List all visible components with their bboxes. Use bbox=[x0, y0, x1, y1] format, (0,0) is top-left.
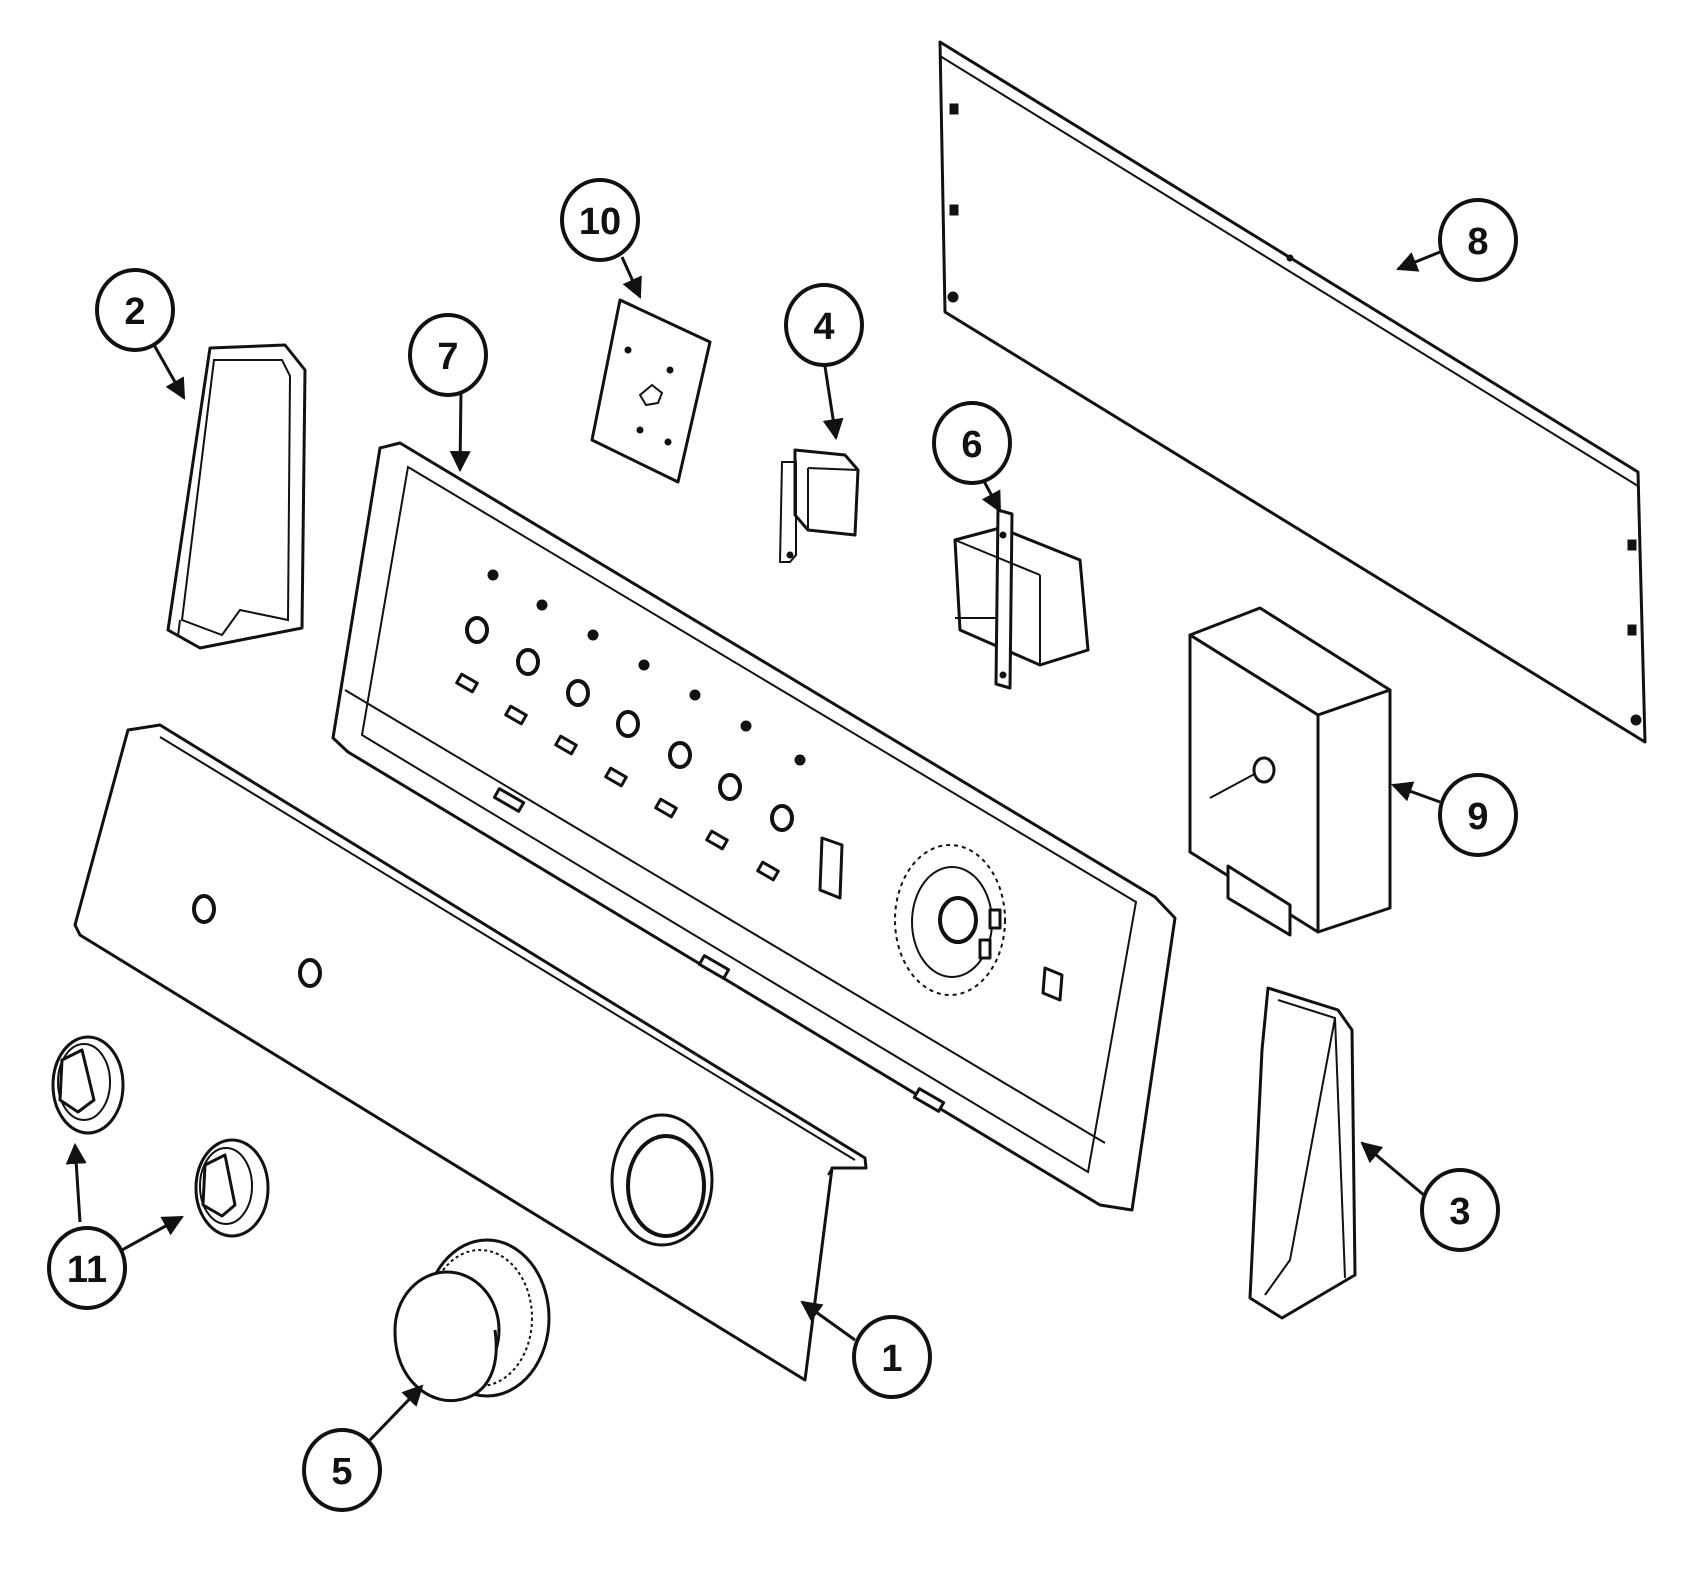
callout-3-label: 3 bbox=[1449, 1191, 1470, 1233]
part-3-right-end-cap bbox=[1248, 986, 1357, 1320]
callout-9-label: 9 bbox=[1467, 796, 1488, 838]
callout-4-label: 4 bbox=[813, 306, 834, 348]
callout-9: 9 bbox=[1438, 773, 1518, 857]
leader-11b bbox=[121, 1215, 184, 1252]
part-11-small-knobs bbox=[51, 1035, 270, 1238]
leader-8 bbox=[1396, 250, 1441, 272]
leader-7 bbox=[449, 390, 471, 473]
part-10-mounting-plate bbox=[590, 298, 712, 484]
callout-1: 1 bbox=[852, 1315, 932, 1399]
callout-6-label: 6 bbox=[961, 424, 982, 466]
callout-2: 2 bbox=[95, 268, 175, 352]
callout-4: 4 bbox=[784, 283, 864, 367]
callout-7: 7 bbox=[408, 313, 488, 397]
leader-3 bbox=[1360, 1141, 1426, 1198]
callout-11-label: 11 bbox=[67, 1249, 107, 1291]
leader-1 bbox=[800, 1300, 856, 1342]
callout-7-label: 7 bbox=[437, 336, 458, 378]
callout-1-label: 1 bbox=[881, 1338, 902, 1380]
leader-4 bbox=[822, 359, 844, 441]
part-5-large-knob bbox=[393, 1238, 551, 1403]
leader-10 bbox=[620, 256, 642, 299]
leader-5 bbox=[368, 1384, 424, 1442]
callout-10-label: 10 bbox=[579, 201, 621, 243]
callout-2-label: 2 bbox=[124, 291, 145, 333]
part-8-rear-panel bbox=[938, 40, 1647, 744]
callout-5-label: 5 bbox=[331, 1451, 352, 1493]
callout-3: 3 bbox=[1420, 1168, 1500, 1252]
leader-9 bbox=[1391, 781, 1441, 804]
callout-6: 6 bbox=[932, 401, 1012, 485]
part-6-rotary-switch bbox=[953, 508, 1090, 690]
callout-5: 5 bbox=[302, 1428, 382, 1512]
leader-11a bbox=[65, 1142, 87, 1223]
part-2-left-end-cap bbox=[166, 343, 307, 650]
part-1-front-panel bbox=[73, 723, 868, 1382]
callout-11: 11 bbox=[47, 1226, 127, 1310]
part-9-control-box bbox=[1188, 606, 1392, 937]
callout-8: 8 bbox=[1438, 198, 1518, 282]
part-4-switch bbox=[778, 448, 860, 563]
part-7-control-console bbox=[331, 441, 1177, 1212]
callout-8-label: 8 bbox=[1467, 221, 1488, 263]
callout-10: 10 bbox=[560, 178, 640, 262]
